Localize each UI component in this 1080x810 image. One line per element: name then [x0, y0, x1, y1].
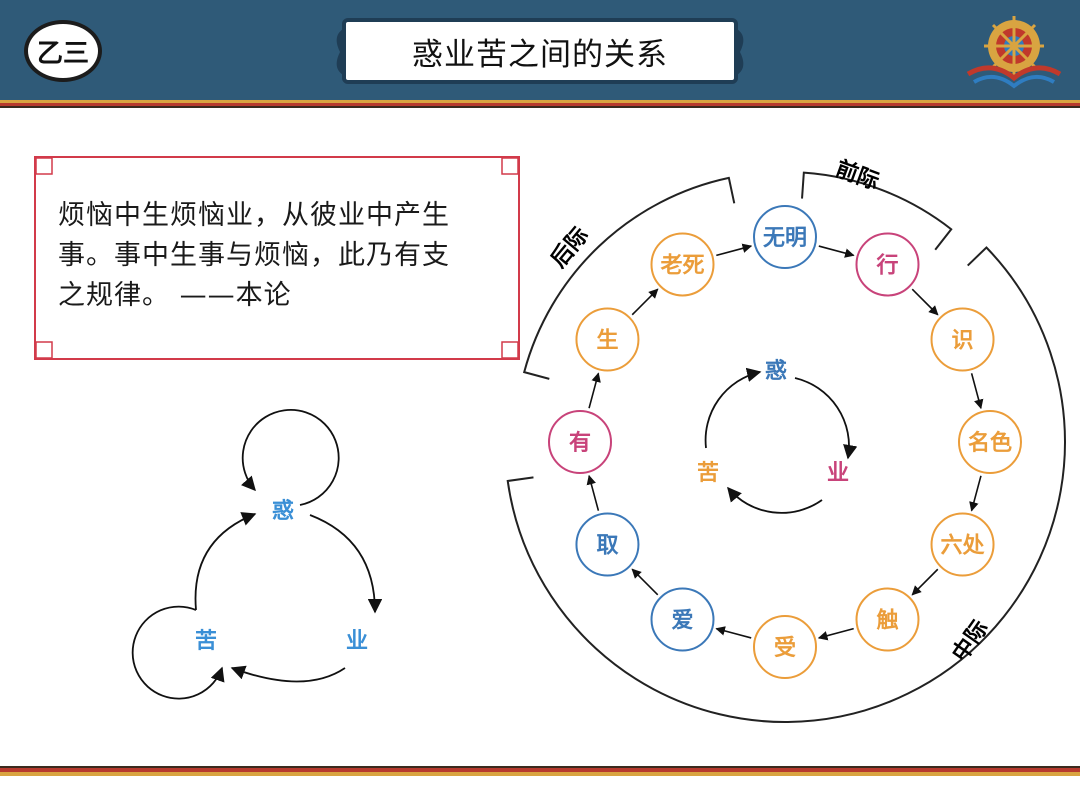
link-arrow [715, 626, 752, 639]
link-arrow [969, 475, 982, 512]
period-label-past: 前际 [832, 156, 882, 195]
link-node-circle [753, 615, 817, 679]
link-node-circle [575, 307, 640, 372]
link-node-label: 六处 [941, 533, 985, 559]
link-node-label: 爱 [671, 609, 693, 634]
link-node-circle [575, 512, 640, 577]
dharma-wheel-logo [966, 16, 1062, 89]
section-badge: 乙三 [24, 20, 102, 82]
link-node-circle [650, 232, 715, 297]
link-node-label: 识 [952, 329, 974, 354]
footer-stripe [0, 766, 1080, 776]
quote-line-2: 事。事中生事与烦恼，此乃有支 [58, 240, 450, 271]
link-arrow [970, 373, 984, 410]
link-node-label: 触 [876, 608, 898, 634]
link-node-circle [548, 410, 612, 474]
small-cycle-ye: 业 [346, 629, 368, 654]
period-arc-past [801, 171, 953, 251]
page-title: 惑业苦之间的关系 [342, 18, 738, 84]
small-cycle-huo: 惑 [272, 499, 294, 524]
quote-text: 烦恼中生烦恼业，从彼业中产生 事。事中生事与烦恼，此乃有支 之规律。 ——本论 [58, 196, 504, 316]
link-arrow [588, 372, 601, 409]
inner-ku: 苦 [697, 461, 719, 486]
period-label-future: 后际 [546, 223, 593, 273]
inner-ye: 业 [827, 461, 849, 486]
small-cycle-ku: 苦 [195, 629, 217, 654]
link-node-label: 有 [569, 430, 591, 456]
quote-box [34, 156, 520, 360]
link-node-circle [650, 587, 715, 652]
link-arrow [911, 288, 939, 316]
period-label-present: 中际 [948, 616, 994, 666]
link-node-circle [958, 410, 1022, 474]
link-arrow [911, 568, 939, 596]
link-node-label: 受 [774, 635, 796, 661]
link-arrow [817, 627, 854, 641]
quote-line-1: 烦恼中生烦恼业，从彼业中产生 [58, 200, 450, 231]
period-arcs [506, 171, 1066, 723]
inner-cycle: 惑 业 苦 [697, 359, 858, 514]
link-arrow [631, 288, 659, 316]
link-node-circle [855, 587, 920, 652]
link-arrow [631, 568, 659, 596]
link-node-circle [855, 232, 920, 297]
link-node-label: 取 [596, 534, 618, 559]
link-node-label: 行 [875, 252, 898, 278]
link-arrow [716, 243, 753, 257]
link-node-circle [930, 512, 995, 577]
link-arrow [586, 474, 600, 511]
link-node-circle [753, 205, 817, 269]
header-stripe [0, 100, 1080, 108]
period-arc-future [522, 176, 736, 380]
link-node-circle [930, 307, 995, 372]
link-node-label: 无明 [763, 226, 807, 251]
link-node-label: 名色 [968, 430, 1012, 456]
link-node-label: 生 [596, 329, 618, 354]
inner-huo: 惑 [765, 359, 787, 384]
link-node-label: 老死 [659, 253, 704, 278]
small-cycle: 惑 业 苦 [131, 409, 383, 700]
period-arc-present [506, 246, 1066, 723]
link-arrow [818, 245, 855, 258]
quote-line-3: 之规律。 ——本论 [58, 280, 292, 311]
